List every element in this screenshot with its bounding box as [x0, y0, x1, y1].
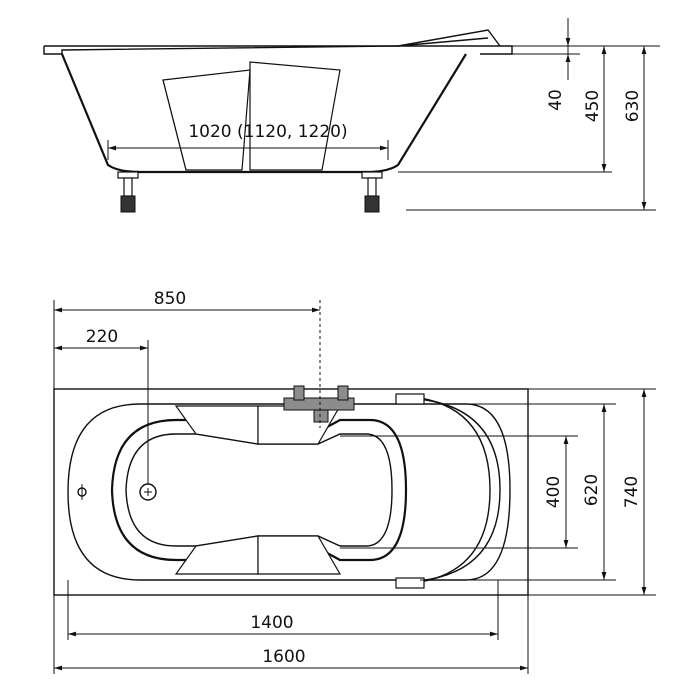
- outlet-offset-label: 220: [86, 327, 118, 347]
- depth-label: 450: [583, 90, 603, 122]
- rim-height-label: 40: [546, 89, 566, 111]
- total-width-label: 740: [622, 476, 642, 508]
- basin-width-label: 620: [582, 474, 602, 506]
- mixer-offset-label: 850: [154, 289, 186, 309]
- side-length-label: 1020 (1120, 1220): [188, 122, 347, 142]
- total-length-label: 1600: [262, 647, 305, 667]
- inner-length-label: 1400: [250, 613, 293, 633]
- mixer-tap: [283, 385, 355, 423]
- total-height-label: 630: [623, 90, 643, 122]
- overflow-icon: [77, 484, 87, 500]
- inner-width-label: 400: [544, 476, 564, 508]
- top-view: 850 220 400 620 740 1400 1600: [53, 289, 656, 674]
- right-leg: [361, 171, 383, 213]
- side-seat-panels: [162, 61, 341, 171]
- left-leg: [117, 171, 139, 213]
- side-view: 1020 (1120, 1220) 40 450 630: [43, 18, 660, 213]
- top-seat-panels: [174, 405, 342, 575]
